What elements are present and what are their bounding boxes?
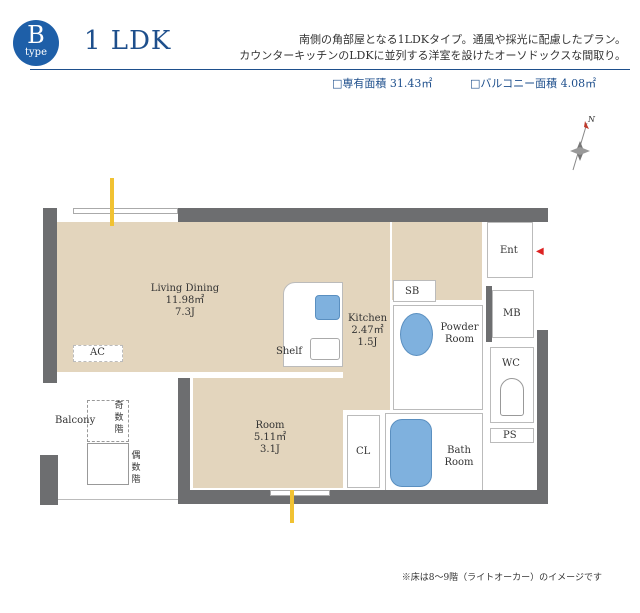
wall: [40, 455, 58, 505]
even-floor-label: 偶数階: [131, 451, 141, 485]
ac-unit: [73, 345, 123, 362]
ps-label: PS: [503, 430, 517, 441]
wall: [178, 378, 190, 504]
wall: [178, 208, 548, 222]
layout-title: 1 LDK: [84, 26, 172, 56]
room-name: Room: [255, 420, 285, 431]
sink-icon: [315, 295, 340, 320]
wall: [43, 208, 57, 383]
washbasin-icon: [400, 313, 433, 356]
bathtub-icon: [390, 419, 432, 487]
ent-area: [487, 222, 533, 278]
wall: [178, 490, 548, 504]
compass-icon: N: [560, 115, 600, 175]
wall: [486, 286, 492, 342]
living-area: 11.98㎡: [165, 295, 205, 306]
description-line-2: カウンターキッチンのLDKに並列する洋室を設けたオーソドックスな間取り。: [239, 49, 626, 62]
balcony-floor: [40, 383, 178, 500]
kitchen-name: Kitchen: [347, 313, 388, 324]
cl-label: CL: [356, 446, 371, 457]
kitchen-floor: [343, 280, 390, 410]
airflow-icon: [290, 490, 294, 523]
airflow-icon: [110, 178, 114, 226]
stove-icon: [310, 338, 340, 360]
type-word: type: [25, 47, 47, 58]
private-area: □専有面積 31.43㎡: [332, 77, 433, 90]
kitchen-area: 2.47㎡: [351, 325, 384, 336]
bath-label: Bath Room: [444, 445, 474, 468]
hatch-icon: [87, 443, 129, 485]
odd-floor-label: 奇数階: [114, 401, 124, 435]
toilet-icon: [500, 378, 524, 416]
room-floor: [193, 378, 343, 488]
wc-label: WC: [502, 358, 520, 369]
closet: [347, 415, 380, 488]
mb-label: MB: [503, 308, 521, 319]
living-name: Living Dining: [150, 283, 220, 294]
powder-label: Powder Room: [440, 322, 479, 345]
shelf-label: Shelf: [276, 346, 303, 357]
room-area: 5.11㎡: [253, 432, 287, 443]
room-jo: 3.1J: [260, 444, 280, 455]
ac-label: AC: [90, 347, 105, 358]
description-line-1: 南側の角部屋となる1LDKタイプ。通風や採光に配慮したプラン。: [298, 33, 626, 46]
balcony-label: Balcony: [55, 415, 96, 426]
mb-area: [492, 290, 534, 338]
sb-label: SB: [405, 286, 420, 297]
ent-label: Ent: [500, 245, 518, 256]
wall: [537, 330, 548, 504]
window: [270, 490, 330, 496]
ps-area: [490, 428, 534, 443]
compass-label: N: [588, 115, 595, 124]
hatch-icon: [87, 400, 129, 442]
sb-closet: [393, 280, 436, 302]
footnote: ※床は8〜9階（ライトオーカー）のイメージです: [401, 573, 602, 583]
living-jo: 7.3J: [175, 307, 195, 318]
header-rule: [30, 69, 630, 70]
type-letter: B: [27, 21, 45, 49]
entry-door-marker-icon: ◀: [536, 246, 544, 257]
kitchen-jo: 1.5J: [357, 337, 378, 348]
balcony-area: □バルコニー面積 4.08㎡: [470, 77, 597, 90]
window: [73, 208, 178, 214]
